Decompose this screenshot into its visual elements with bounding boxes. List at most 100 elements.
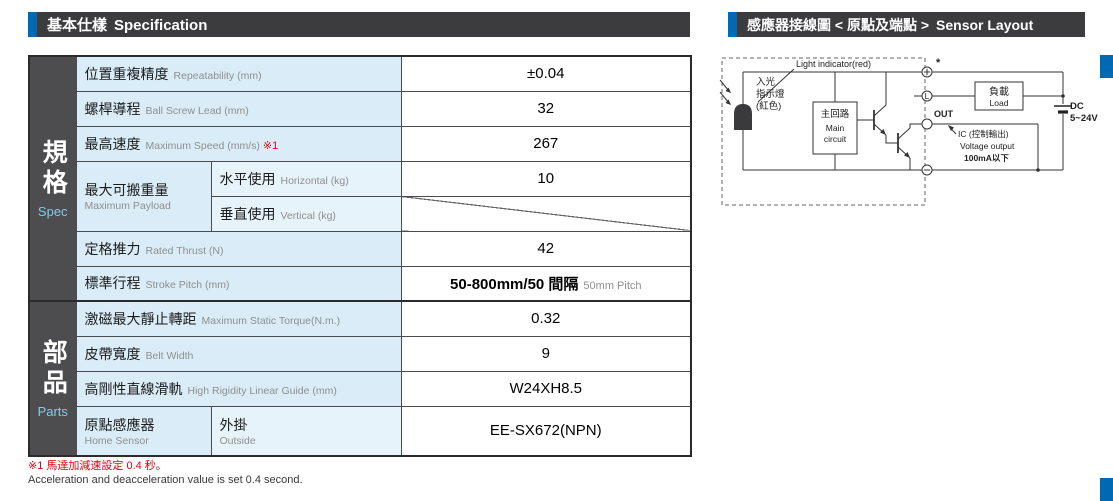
footnotes: ※1 馬達加減速設定 0.4 秒。 Acceleration and deacc…	[28, 459, 303, 487]
load-box	[974, 81, 1024, 111]
row-rated-thrust-label: 定格推力 Rated Thrust (N)	[75, 230, 402, 267]
home-sensor-mount-zh: 外掛	[219, 416, 248, 433]
payload-horizontal-zh: 水平使用	[219, 170, 276, 187]
row-repeatability-value: ±0.04	[400, 55, 692, 92]
row-stroke-pitch-value: 50-800mm/50 間隔 50mm Pitch	[400, 265, 692, 302]
dc-label: DC	[1070, 101, 1084, 112]
sensor-section-header: 感應器接線圖 < 原點及端點 >Sensor Layout	[728, 12, 1085, 37]
static-torque-zh: 激磁最大靜止轉距	[84, 310, 197, 327]
terminal-plus-glyph	[923, 68, 931, 76]
rated-thrust-zh: 定格推力	[84, 240, 141, 257]
junction-dot-out	[1036, 168, 1040, 172]
l-terminal-label: L	[925, 91, 930, 101]
battery-symbol	[1054, 105, 1072, 114]
linear-guide-zh: 高剛性直線滑軌	[84, 380, 183, 397]
group-spec-en: Spec	[37, 203, 68, 219]
spec-section-title: 基本仕樣 Specification	[47, 14, 214, 35]
out-terminal-label: OUT	[934, 109, 954, 119]
sensor-header-accent-square	[728, 12, 737, 37]
transistor-1-emitter-arrow	[880, 129, 886, 135]
home-sensor-mount-en: Outside	[219, 434, 256, 447]
group-spec-zh: 規格	[39, 138, 68, 199]
footnote-2: Acceleration and deacceleration value is…	[28, 474, 303, 486]
sensor-section-title: 感應器接線圖 < 原點及端點 >Sensor Layout	[747, 15, 1040, 35]
light-indicator-label: Light indicator(red)	[796, 59, 871, 69]
main-circuit-box	[812, 101, 858, 155]
row-home-sensor-value: EE-SX672(NPN)	[400, 405, 692, 457]
row-max-payload-label: 最大可搬重量 Maximum Payload	[75, 160, 212, 232]
ic-annotation-arrow-head	[948, 125, 954, 131]
main-circuit-label-en1: Main	[826, 123, 845, 133]
spec-title-en: Specification	[114, 17, 208, 34]
row-repeatability-label: 位置重複精度 Repeatability (mm)	[75, 55, 402, 92]
footnote-1: ※1 馬達加減速設定 0.4 秒。	[28, 460, 167, 472]
stroke-pitch-value-main: 50-800mm/50 間隔	[450, 275, 579, 293]
row-max-speed-label: 最高速度 Maximum Speed (mm/s)※1	[75, 125, 402, 162]
terminal-out	[921, 118, 933, 130]
page-edge-tab-top	[1100, 55, 1113, 78]
stroke-pitch-value-note: 50mm Pitch	[583, 279, 642, 292]
transistor-1	[873, 104, 887, 136]
dc-range-label: 5~24V	[1070, 113, 1098, 124]
terminal-l	[921, 90, 933, 102]
wiring-lines	[742, 71, 1064, 171]
sensor-wiring-diagram: Light indicator(red) 入光 指示燈 (紅色) 主回路 Mai…	[719, 57, 1098, 206]
led-indicator-symbol	[734, 104, 752, 130]
max-speed-zh: 最高速度	[84, 135, 141, 152]
wire-t2-out	[909, 123, 922, 128]
repeatability-en: Repeatability (mm)	[173, 69, 262, 82]
home-sensor-zh: 原點感應器	[84, 416, 155, 433]
voltage-output-label: Voltage output	[960, 141, 1015, 151]
group-parts-en: Parts	[37, 403, 68, 419]
light-indicator-leader-line	[757, 68, 795, 103]
stroke-pitch-en: Stroke Pitch (mm)	[145, 279, 230, 292]
ball-screw-lead-en: Ball Screw Lead (mm)	[145, 104, 249, 117]
in-light-label: 入光	[756, 76, 776, 88]
payload-vertical-zh: 垂直使用	[219, 205, 276, 222]
row-rated-thrust-value: 42	[400, 230, 692, 267]
transistor-2-collector	[897, 127, 911, 140]
max-payload-en: Maximum Payload	[84, 200, 171, 212]
row-home-sensor-mount-label: 外掛 Outside	[210, 405, 402, 457]
transistor-2-emitter-arrow	[904, 152, 910, 158]
row-belt-width-value: 9	[400, 335, 692, 372]
transistor-1-collector	[873, 104, 887, 117]
junction-dot-load	[1061, 94, 1065, 98]
row-payload-horizontal-label: 水平使用 Horizontal (kg)	[210, 160, 402, 197]
home-sensor-en: Home Sensor	[84, 434, 149, 447]
row-payload-horizontal-value: 10	[400, 160, 692, 197]
light-arrow-2-head	[725, 99, 731, 105]
group-cell-parts: 部品 Parts	[28, 300, 77, 457]
row-payload-vertical-value-na	[400, 195, 692, 232]
row-home-sensor-label: 原點感應器 Home Sensor	[75, 405, 212, 457]
wire-t1-t2	[885, 135, 898, 144]
load-label-zh: 負載	[989, 86, 1009, 98]
row-linear-guide-value: W24XH8.5	[400, 370, 692, 407]
belt-width-zh: 皮帶寬度	[84, 345, 141, 362]
ball-screw-lead-zh: 螺桿導程	[84, 100, 141, 117]
light-arrow-1-head	[725, 87, 731, 93]
spec-section-header: 基本仕樣 Specification	[28, 12, 690, 37]
spec-title-zh: 基本仕樣	[47, 17, 108, 34]
current-limit-label: 100mA以下	[964, 153, 1009, 163]
sensor-enclosure-outline	[721, 57, 926, 206]
repeatability-zh: 位置重複精度	[84, 65, 169, 82]
spec-header-accent-square	[28, 12, 37, 37]
page-edge-tab-bottom	[1100, 478, 1113, 501]
row-ball-screw-lead-value: 32	[400, 90, 692, 127]
transistor-2	[897, 127, 911, 159]
max-speed-en: Maximum Speed (mm/s)	[145, 139, 260, 152]
lamp-color-label: (紅色)	[756, 100, 781, 112]
rated-thrust-en: Rated Thrust (N)	[145, 244, 224, 257]
row-max-speed-value: 267	[400, 125, 692, 162]
row-ball-screw-lead-label: 螺桿導程 Ball Screw Lead (mm)	[75, 90, 402, 127]
payload-vertical-en: Vertical (kg)	[280, 209, 336, 222]
max-speed-footnote-ref: ※1	[262, 139, 279, 152]
load-label-en: Load	[990, 98, 1009, 108]
sensor-title-en: Sensor Layout	[936, 16, 1034, 33]
payload-horizontal-en: Horizontal (kg)	[280, 174, 349, 187]
ic-output-label: IC (控制輸出)	[958, 129, 1009, 139]
